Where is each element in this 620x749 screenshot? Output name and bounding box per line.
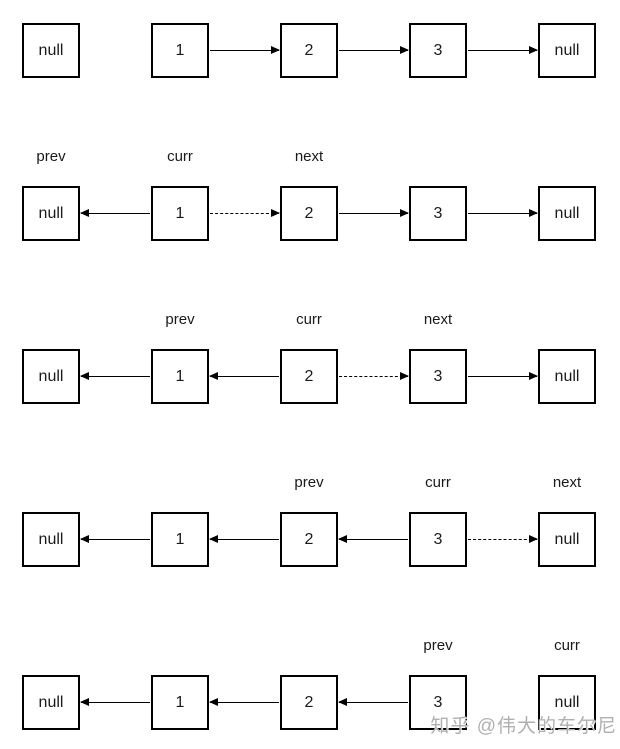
list-node-box: 1 [151,186,209,241]
arrow-solid-right-icon [468,209,538,217]
list-node-box: 3 [409,512,467,567]
list-node-box: null [538,675,596,730]
list-node-box: null [538,23,596,78]
arrow-solid-right-icon [339,209,409,217]
list-node-box: 1 [151,675,209,730]
arrow-dashed-right-icon [210,209,280,217]
list-node-box: 2 [280,23,338,78]
arrow-dashed-right-icon [468,535,538,543]
list-node-box: 1 [151,512,209,567]
list-node-box: null [22,349,80,404]
arrow-solid-left-icon [209,698,279,706]
arrow-solid-left-icon [80,372,150,380]
pointer-label-curr: curr [425,474,451,491]
list-node-box: null [22,186,80,241]
pointer-label-next: next [423,311,453,328]
list-node-box: null [538,349,596,404]
list-node-box: 2 [280,349,338,404]
pointer-label-prev: prev [423,637,453,654]
list-node-box: 3 [409,23,467,78]
list-node-box: null [538,186,596,241]
list-node-box: 1 [151,23,209,78]
watermark: 知乎 @伟大的车尔尼 [430,716,617,737]
pointer-label-curr: curr [554,637,580,654]
arrow-solid-left-icon [209,372,279,380]
pointer-label-prev: prev [294,474,324,491]
arrow-solid-right-icon [468,46,538,54]
list-node-box: null [22,675,80,730]
list-node-box: 3 [409,675,467,730]
list-node-box: null [22,512,80,567]
list-node-box: 3 [409,349,467,404]
arrow-solid-left-icon [338,698,408,706]
arrow-solid-left-icon [80,698,150,706]
arrow-solid-right-icon [468,372,538,380]
arrow-solid-left-icon [338,535,408,543]
arrow-dashed-right-icon [339,372,409,380]
list-node-box: 2 [280,186,338,241]
arrow-solid-right-icon [339,46,409,54]
list-node-box: 1 [151,349,209,404]
pointer-label-curr: curr [296,311,322,328]
arrow-solid-left-icon [209,535,279,543]
pointer-label-next: next [294,148,324,165]
list-node-box: null [538,512,596,567]
list-node-box: 2 [280,512,338,567]
list-node-box: 2 [280,675,338,730]
list-node-box: null [22,23,80,78]
pointer-label-curr: curr [167,148,193,165]
pointer-label-prev: prev [165,311,195,328]
arrow-solid-right-icon [210,46,280,54]
arrow-solid-left-icon [80,209,150,217]
pointer-label-prev: prev [36,148,66,165]
list-node-box: 3 [409,186,467,241]
arrow-solid-left-icon [80,535,150,543]
pointer-label-next: next [552,474,582,491]
